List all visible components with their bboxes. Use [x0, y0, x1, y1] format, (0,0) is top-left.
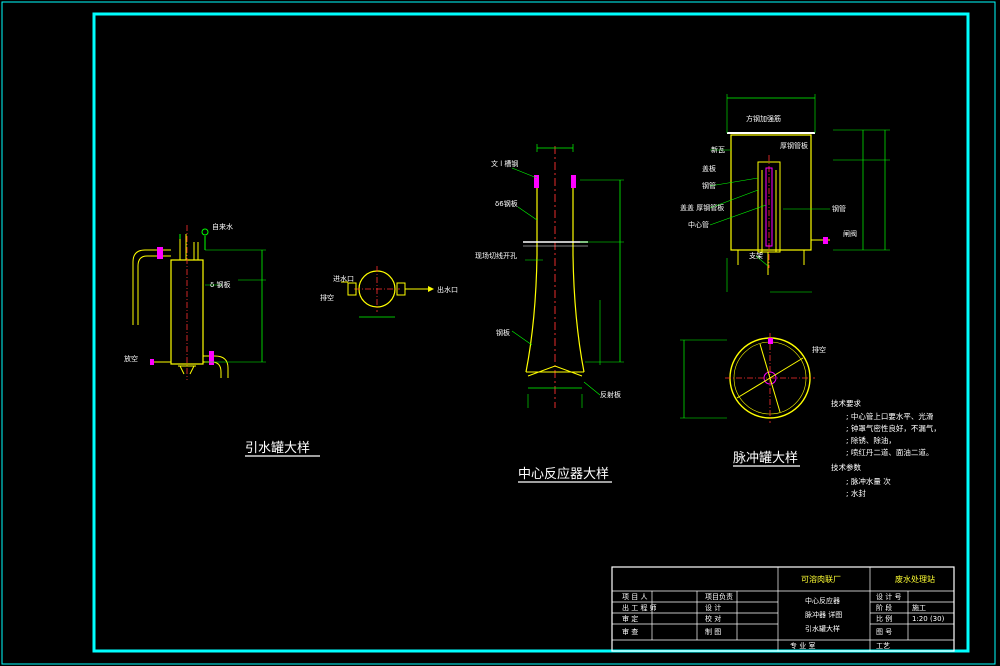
title-block-company: 可溶肉联厂 — [801, 574, 841, 584]
reactor-label-plate: δ6钢板 — [495, 199, 518, 208]
pulse-tank-right3-label: 闸阀 — [843, 229, 857, 238]
water-tank-tap-water-label: 自来水 — [212, 222, 233, 231]
title-block-project: 废水处理站 — [895, 574, 935, 584]
tech-param-2: ; 水封 — [846, 488, 866, 498]
title-block-name-1: 中心反应器 — [805, 596, 840, 605]
tb-mid-0: 项目负责 — [705, 592, 733, 601]
water-tank-steel-plate-label: δ 钢板 — [210, 280, 231, 289]
inner-frame — [92, 12, 970, 653]
reactor-label-channel: 文 l 槽钢 — [491, 159, 518, 168]
title-block — [611, 566, 955, 652]
pulse-tank-right1-label: 厚钢管板 — [780, 141, 808, 150]
manifold-detail — [341, 266, 434, 318]
manifold-outlet-label: 出水口 — [437, 285, 458, 294]
tb-mid-3: 制 图 — [705, 627, 721, 636]
tb-left-0: 项 目 人 — [622, 593, 647, 601]
title-block-name-3: 引水罐大样 — [805, 624, 840, 633]
tb-right-2: 比 例 — [876, 614, 892, 623]
tech-param-1: ; 脉冲水量 次 — [846, 476, 891, 486]
reactor-label-tangent-hole: 现场切线开孔 — [475, 251, 517, 260]
tech-req-heading: 技术要求 — [831, 398, 861, 408]
tb-right-3: 图 号 — [876, 628, 892, 636]
tech-req-line-2: ; 钟罩气密性良好，不漏气， — [846, 423, 941, 433]
water-tank-drain-label: 放空 — [124, 354, 138, 363]
tb-right-1: 阶 段 — [876, 603, 892, 612]
water-tank-detail — [132, 225, 266, 380]
manifold-inlet-label: 进水口 — [333, 274, 354, 283]
reactor-label-baffle: 反射板 — [600, 390, 621, 399]
water-tank-title: 引水罐大样 — [245, 441, 310, 456]
reactor-label-steel: 钢板 — [496, 328, 510, 337]
pulse-tank-detail — [680, 94, 890, 423]
pulse-tank-left3-label: 钢管 — [702, 181, 716, 190]
pulse-tank-right2-label: 钢管 — [832, 204, 846, 213]
tech-req-line-1: ; 中心管上口要水平、光滑 — [846, 411, 934, 421]
title-block-name-2: 脉冲器 详图 — [805, 610, 842, 619]
tb-left-3: 审 查 — [622, 627, 638, 636]
manifold-drain-label: 排空 — [320, 293, 334, 302]
tb-stage: 施工 — [912, 603, 926, 612]
tb-right-0: 设 计 号 — [876, 592, 901, 601]
tb-left-2: 审 定 — [622, 614, 638, 623]
pulse-tank-left4-label: 盖盖 厚钢管板 — [680, 203, 724, 212]
pulse-tank-left1-label: 新瓦 — [711, 145, 725, 154]
pulse-tank-title: 脉冲罐大样 — [733, 451, 798, 466]
reactor-detail — [511, 144, 624, 408]
tech-params-heading: 技术参数 — [831, 462, 861, 472]
reactor-title: 中心反应器大样 — [518, 466, 609, 482]
tb-scale: 1:20 (30) — [912, 615, 945, 623]
pulse-tank-drain-label: 排空 — [812, 345, 826, 354]
tech-req-line-4: ; 喷红丹二道、面油二道。 — [846, 447, 933, 457]
tb-mid-1: 设 计 — [705, 603, 721, 612]
tech-req-line-3: ; 除锈、除油， — [846, 435, 896, 445]
pulse-tank-left5-label: 中心管 — [688, 220, 709, 229]
tb-left-1: 出 工 程 师 — [622, 603, 657, 612]
pulse-tank-top-label: 方钢加强筋 — [746, 114, 781, 123]
pulse-tank-bottom-label: 支架 — [749, 251, 763, 260]
pulse-tank-left2-label: 盖板 — [702, 164, 716, 173]
tb-bottom-row: 专 业 室 — [790, 641, 815, 650]
tb-discipline: 工艺 — [876, 642, 890, 650]
tb-mid-2: 校 对 — [705, 614, 721, 623]
